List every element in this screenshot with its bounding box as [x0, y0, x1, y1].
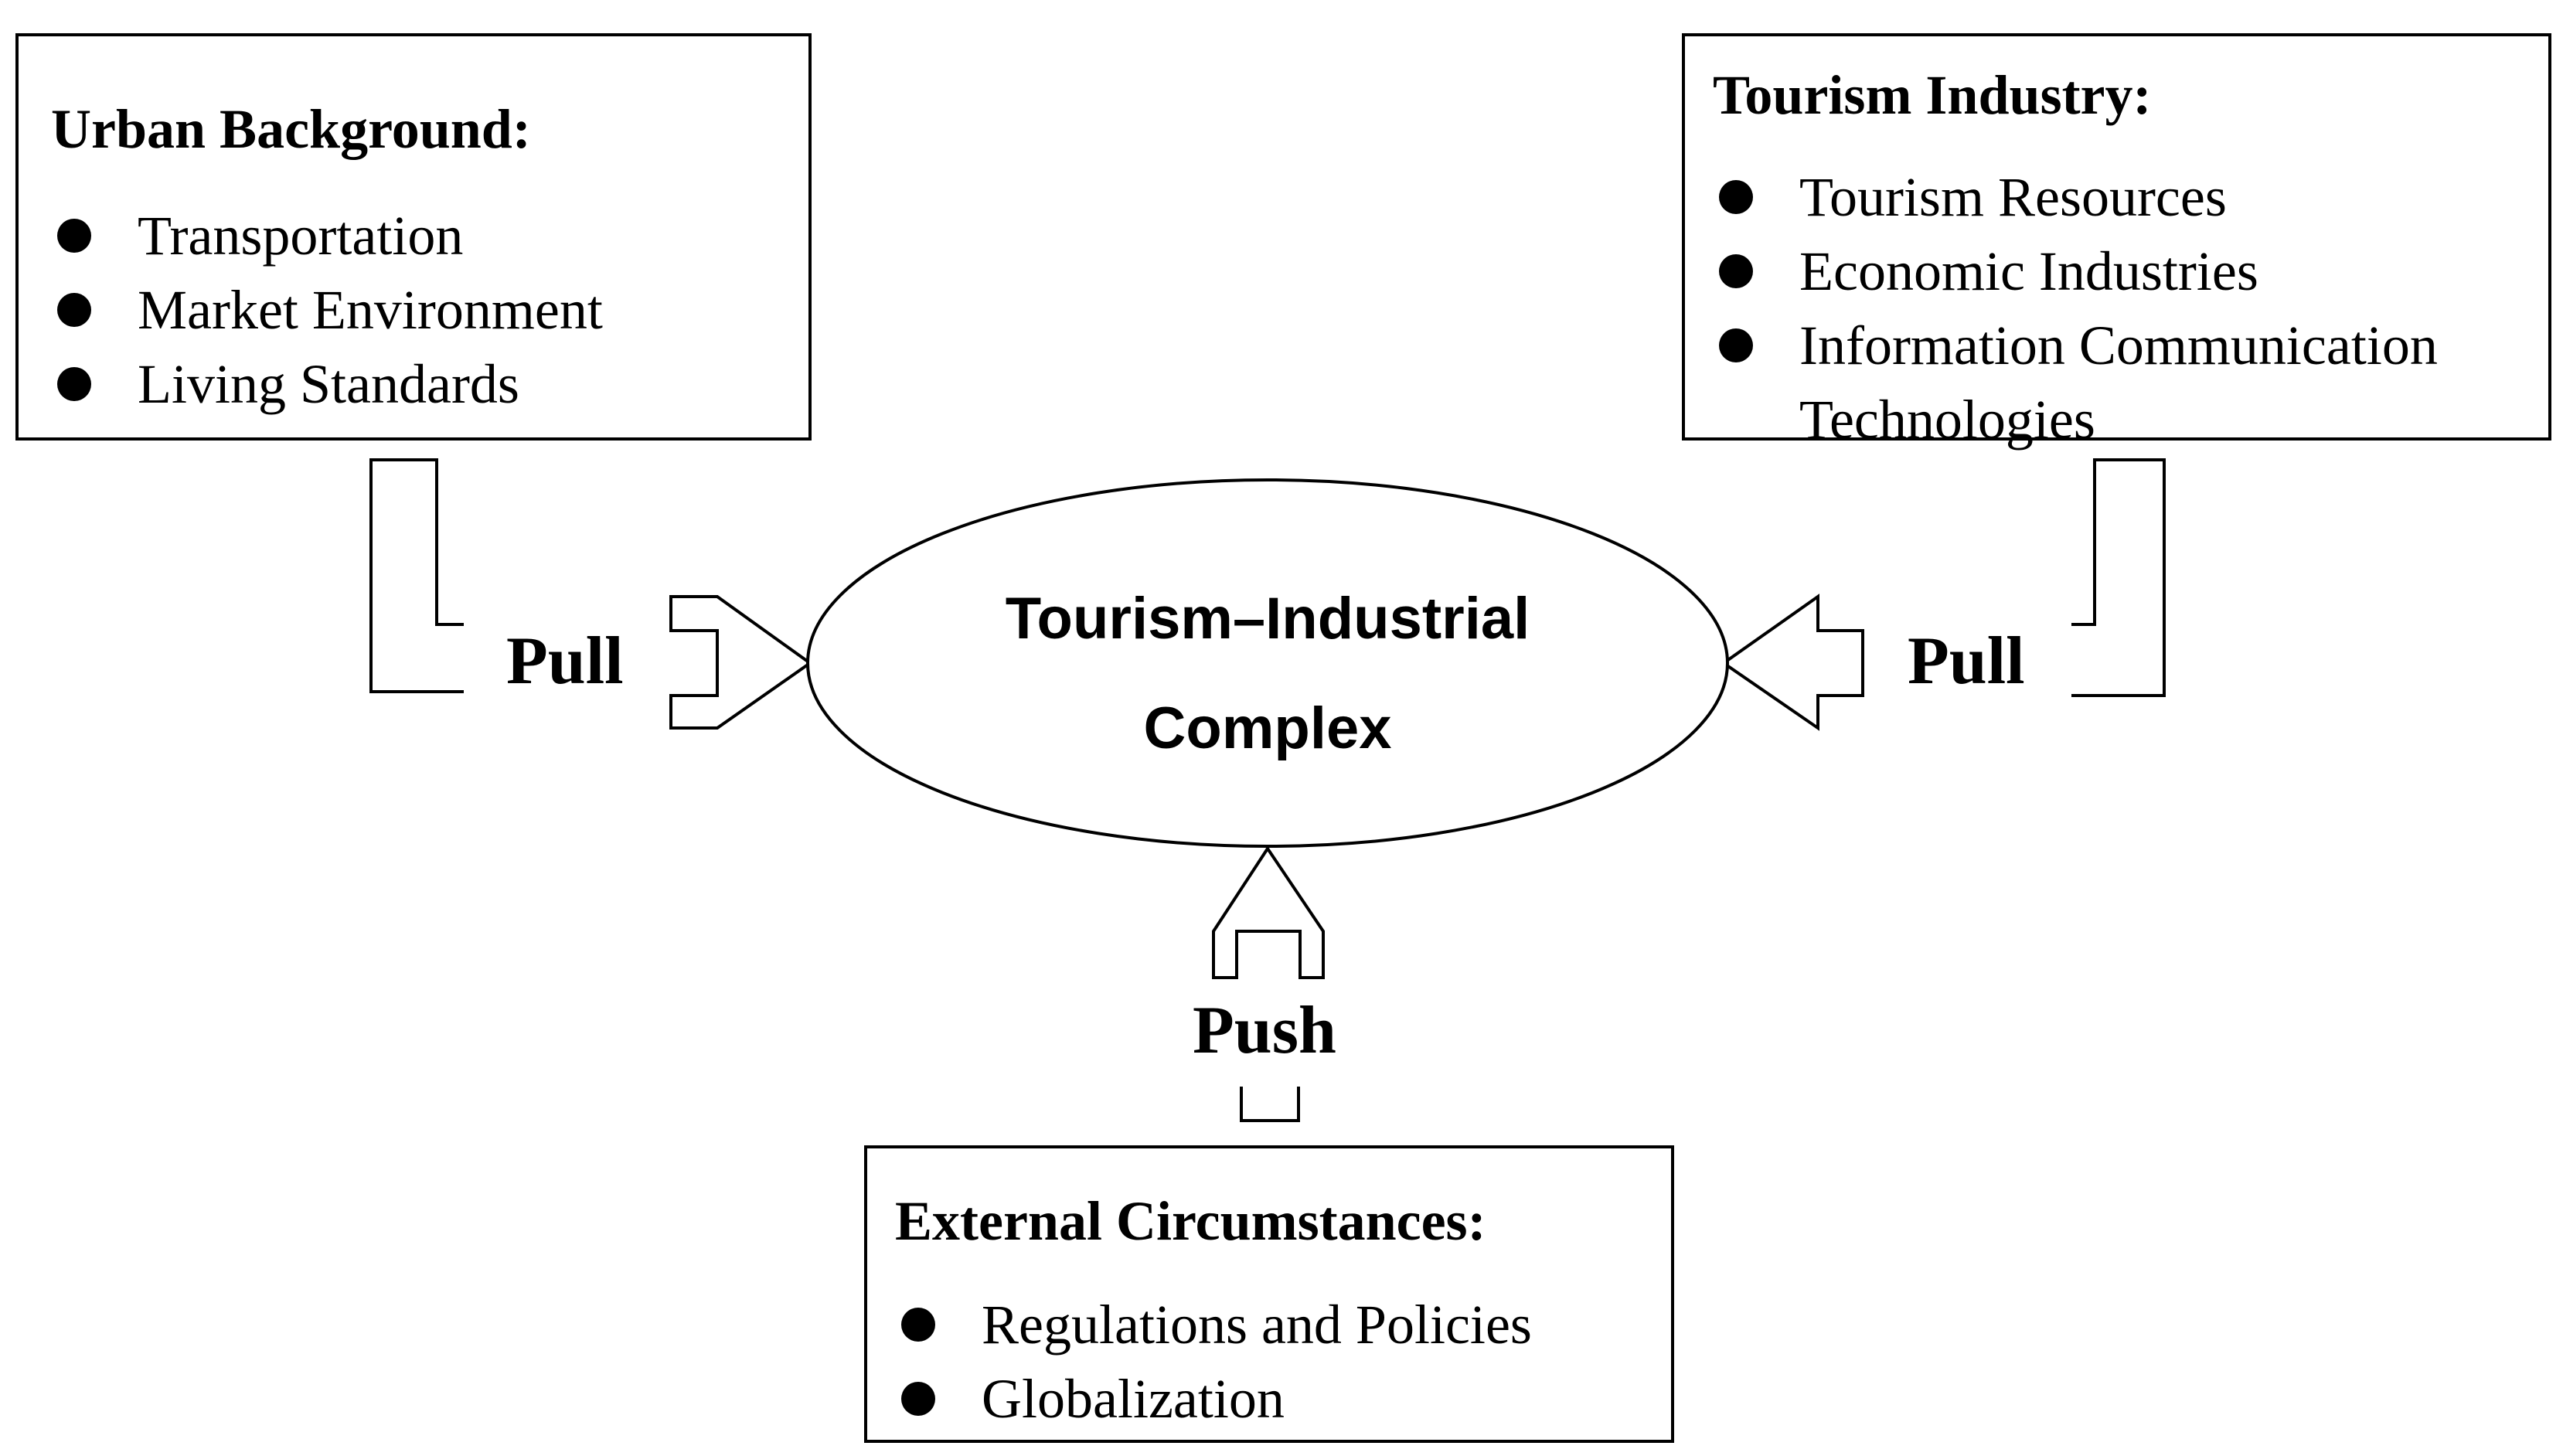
bullet-icon: [901, 1308, 935, 1342]
external-circumstances-title: External Circumstances:: [895, 1190, 1486, 1252]
list-item-label: Market Environment: [138, 279, 603, 341]
core-label: Tourism–Industrial Complex: [808, 583, 1727, 758]
list-item: Economic Industries: [1713, 234, 2438, 308]
list-item-label: Information Communication: [1799, 315, 2438, 376]
list-item-label: Transportation: [138, 205, 464, 267]
list-item: Transportation: [51, 199, 603, 273]
bullet-icon: [57, 219, 91, 253]
push-arrow: [1212, 845, 1325, 979]
list-item-label: Tourism Resources: [1799, 166, 2227, 228]
bullet-icon: [901, 1382, 935, 1416]
push-label: Push: [1193, 993, 1336, 1068]
bullet-icon: [1719, 180, 1753, 214]
list-item: Market Environment: [51, 273, 603, 347]
left-connector-line: [369, 458, 464, 693]
bullet-icon: [57, 293, 91, 327]
urban-background-box: Urban Background: Transportation Market …: [15, 33, 812, 441]
list-item-label: Regulations and Policies: [982, 1294, 1532, 1356]
urban-background-list: Transportation Market Environment Living…: [51, 199, 603, 421]
core-label-line1: Tourism–Industrial: [1005, 586, 1530, 651]
bottom-connector-line: [1240, 1087, 1300, 1122]
tourism-industry-list: Tourism Resources Economic Industries In…: [1713, 160, 2438, 457]
core-label-line2: Complex: [1143, 696, 1392, 761]
bullet-icon: [1719, 254, 1753, 288]
list-item-label: Globalization: [982, 1368, 1285, 1430]
tourism-industry-box: Tourism Industry: Tourism Resources Econ…: [1682, 33, 2551, 451]
bullet-icon: [1719, 328, 1753, 362]
list-item-continuation: Technologies: [1713, 383, 2438, 457]
left-pull-label: Pull: [506, 624, 624, 699]
core-ellipse: [806, 478, 1729, 848]
bullet-icon: [57, 367, 91, 401]
tourism-industry-title: Tourism Industry:: [1713, 64, 2152, 126]
list-item: Information Communication: [1713, 308, 2438, 383]
list-item-label: Economic Industries: [1799, 240, 2258, 302]
right-pull-label: Pull: [1908, 624, 2025, 699]
right-pull-arrow: [1721, 594, 1864, 731]
list-item: Living Standards: [51, 347, 603, 421]
external-circumstances-box: External Circumstances: Regulations and …: [864, 1145, 1674, 1443]
left-pull-arrow: [669, 595, 813, 730]
list-item-label: Living Standards: [138, 353, 519, 415]
list-item: Tourism Resources: [1713, 160, 2438, 234]
right-connector-line: [2071, 458, 2166, 697]
list-item: Regulations and Policies: [895, 1288, 1532, 1362]
list-item: Globalization: [895, 1362, 1532, 1436]
external-circumstances-list: Regulations and Policies Globalization: [895, 1288, 1532, 1436]
list-item-label: Technologies: [1799, 389, 2095, 451]
urban-background-title: Urban Background:: [51, 98, 531, 160]
